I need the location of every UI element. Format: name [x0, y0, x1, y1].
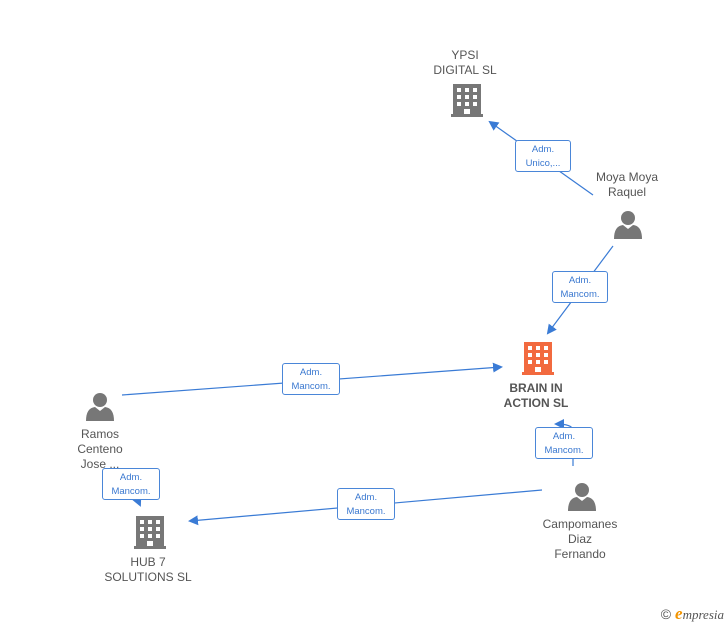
- node-name-line: Campomanes: [542, 517, 618, 531]
- edge-label-ramos-brain[interactable]: Adm. Mancom.: [282, 363, 340, 395]
- brand-name: mpresia: [682, 607, 724, 622]
- edge-label-line: Adm.: [552, 431, 576, 442]
- edge-label-moya-brain[interactable]: Adm. Mancom.: [552, 271, 608, 303]
- edge-label-line: Adm.: [568, 275, 592, 286]
- node-name-line: ACTION SL: [503, 396, 569, 410]
- node-name-line: Ramos: [80, 427, 119, 441]
- edge-label-campomanes-brain[interactable]: Adm. Mancom.: [535, 427, 593, 459]
- building-icon[interactable]: [522, 342, 554, 375]
- node-label-ypsi[interactable]: YPSI DIGITAL SL: [425, 48, 505, 78]
- edge-label-line: Mancom.: [544, 445, 584, 456]
- person-icon[interactable]: [86, 393, 114, 421]
- edge-label-line: Adm.: [299, 367, 323, 378]
- node-name-line: Moya Moya: [595, 170, 659, 184]
- node-name-line: SOLUTIONS SL: [104, 570, 192, 584]
- brand-e: e: [675, 604, 683, 623]
- node-name-line: DIGITAL SL: [433, 63, 497, 77]
- node-name-line: Jose ...: [80, 457, 120, 471]
- person-icon[interactable]: [568, 483, 596, 511]
- edge-label-moya-ypsi[interactable]: Adm. Unico,...: [515, 140, 571, 172]
- node-label-brain[interactable]: BRAIN IN ACTION SL: [490, 381, 582, 411]
- node-label-campomanes[interactable]: Campomanes Diaz Fernando: [535, 517, 625, 562]
- node-name-line: HUB 7: [130, 555, 166, 569]
- node-name-line: Fernando: [554, 547, 606, 561]
- edge-label-ramos-hub7[interactable]: Adm. Mancom.: [102, 468, 160, 500]
- edge-label-campomanes-hub7[interactable]: Adm. Mancom.: [337, 488, 395, 520]
- edge-label-line: Unico,...: [525, 158, 561, 169]
- edge-label-line: Mancom.: [560, 289, 600, 300]
- building-icon[interactable]: [134, 516, 166, 549]
- edge-label-line: Mancom.: [291, 381, 331, 392]
- edge-label-line: Adm.: [354, 492, 378, 503]
- person-icon[interactable]: [614, 211, 642, 239]
- edge-label-line: Mancom.: [111, 486, 151, 497]
- empresia-logo: ©empresia: [661, 604, 724, 624]
- copyright-symbol: ©: [660, 606, 672, 622]
- node-name-line: YPSI: [451, 48, 479, 62]
- edge-label-line: Adm.: [119, 472, 143, 483]
- node-label-hub7[interactable]: HUB 7 SOLUTIONS SL: [98, 555, 198, 585]
- node-name-line: Centeno: [77, 442, 123, 456]
- node-name-line: Raquel: [607, 185, 647, 199]
- node-label-moya[interactable]: Moya Moya Raquel: [582, 170, 672, 200]
- node-label-ramos[interactable]: Ramos Centeno Jose ...: [60, 427, 140, 472]
- edge-label-line: Adm.: [531, 144, 555, 155]
- node-name-line: BRAIN IN: [509, 381, 563, 395]
- edge-label-line: Mancom.: [346, 506, 386, 517]
- node-name-line: Diaz: [567, 532, 592, 546]
- building-icon[interactable]: [451, 84, 483, 117]
